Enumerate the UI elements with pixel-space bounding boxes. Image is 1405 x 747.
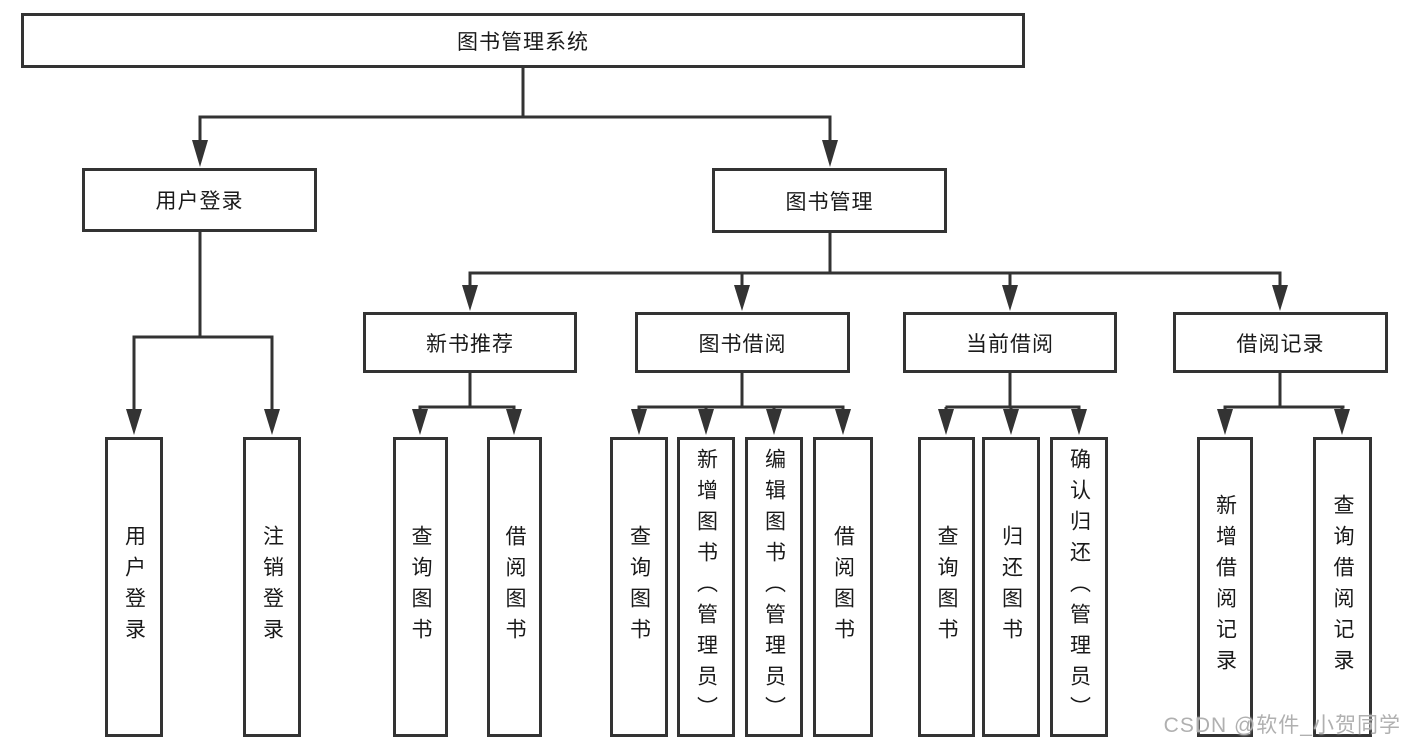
leaf-records-add-record: 新增借阅记录 bbox=[1197, 437, 1253, 737]
node-new-book-recommend: 新书推荐 bbox=[363, 312, 577, 373]
node-book-management: 图书管理 bbox=[712, 168, 947, 233]
section-label: 当前借阅 bbox=[966, 332, 1054, 356]
csdn-watermark: CSDN @软件_小贺同学 bbox=[1163, 714, 1401, 737]
arrowhead-icon bbox=[462, 285, 478, 311]
leaf-label: 新增图书（管理员） bbox=[694, 447, 718, 727]
arrowhead-icon bbox=[1334, 409, 1350, 435]
leaf-label: 查询图书 bbox=[627, 525, 651, 649]
arrowhead-icon bbox=[698, 409, 714, 435]
leaf-label: 注销登录 bbox=[260, 525, 284, 649]
leaf-label: 新增借阅记录 bbox=[1213, 494, 1237, 680]
leaf-label: 查询图书 bbox=[409, 525, 432, 649]
leaf-current-return-book: 归还图书 bbox=[982, 437, 1040, 737]
leaf-logout-login: 注销登录 bbox=[243, 437, 301, 737]
arrowhead-icon bbox=[264, 409, 280, 435]
arrowhead-icon bbox=[766, 409, 782, 435]
arrowhead-icon bbox=[192, 140, 208, 167]
leaf-borrow-edit-book-admin: 编辑图书（管理员） bbox=[745, 437, 803, 737]
leaf-records-query-record: 查询借阅记录 bbox=[1313, 437, 1372, 737]
arrowhead-icon bbox=[631, 409, 647, 435]
arrowhead-icon bbox=[1003, 409, 1019, 435]
leaf-recommend-query-book: 查询图书 bbox=[393, 437, 448, 737]
section-label: 借阅记录 bbox=[1236, 332, 1325, 356]
arrowhead-icon bbox=[734, 285, 750, 311]
arrowhead-icon bbox=[506, 409, 522, 435]
section-label: 新书推荐 bbox=[426, 332, 514, 356]
arrowhead-icon bbox=[1071, 409, 1087, 435]
leaf-label: 查询图书 bbox=[935, 525, 958, 649]
leaf-label: 借阅图书 bbox=[503, 525, 526, 649]
node-borrow-records: 借阅记录 bbox=[1173, 312, 1388, 373]
arrowhead-icon bbox=[835, 409, 851, 435]
section-label: 图书借阅 bbox=[698, 332, 787, 356]
node-book-borrow: 图书借阅 bbox=[635, 312, 850, 373]
leaf-current-query-book: 查询图书 bbox=[918, 437, 975, 737]
leaf-label: 确认归还（管理员） bbox=[1067, 447, 1091, 727]
leaf-label: 归还图书 bbox=[999, 525, 1023, 649]
node-book-management-label: 图书管理 bbox=[785, 190, 874, 214]
leaf-label: 借阅图书 bbox=[831, 525, 855, 649]
leaf-user-login: 用户登录 bbox=[105, 437, 163, 737]
node-user-login: 用户登录 bbox=[82, 168, 317, 232]
arrowhead-icon bbox=[412, 409, 428, 435]
arrowhead-icon bbox=[822, 140, 838, 167]
arrowhead-icon bbox=[1217, 409, 1233, 435]
arrowhead-icon bbox=[1002, 285, 1018, 311]
leaf-borrow-query-book: 查询图书 bbox=[610, 437, 668, 737]
leaf-label: 查询借阅记录 bbox=[1331, 494, 1354, 680]
node-current-borrow: 当前借阅 bbox=[903, 312, 1117, 373]
leaf-recommend-borrow-book: 借阅图书 bbox=[487, 437, 542, 737]
node-user-login-label: 用户登录 bbox=[155, 190, 244, 213]
arrowhead-icon bbox=[126, 409, 142, 435]
leaf-label: 用户登录 bbox=[122, 525, 146, 649]
leaf-label: 编辑图书（管理员） bbox=[762, 447, 786, 727]
arrowheads bbox=[126, 140, 1350, 435]
leaf-current-confirm-return-admin: 确认归还（管理员） bbox=[1050, 437, 1108, 737]
leaf-borrow-add-book-admin: 新增图书（管理员） bbox=[677, 437, 735, 737]
arrowhead-icon bbox=[938, 409, 954, 435]
leaf-borrow-borrow-book: 借阅图书 bbox=[813, 437, 873, 737]
node-root-label: 图书管理系统 bbox=[457, 30, 589, 54]
node-root: 图书管理系统 bbox=[21, 13, 1025, 68]
arrowhead-icon bbox=[1272, 285, 1288, 311]
